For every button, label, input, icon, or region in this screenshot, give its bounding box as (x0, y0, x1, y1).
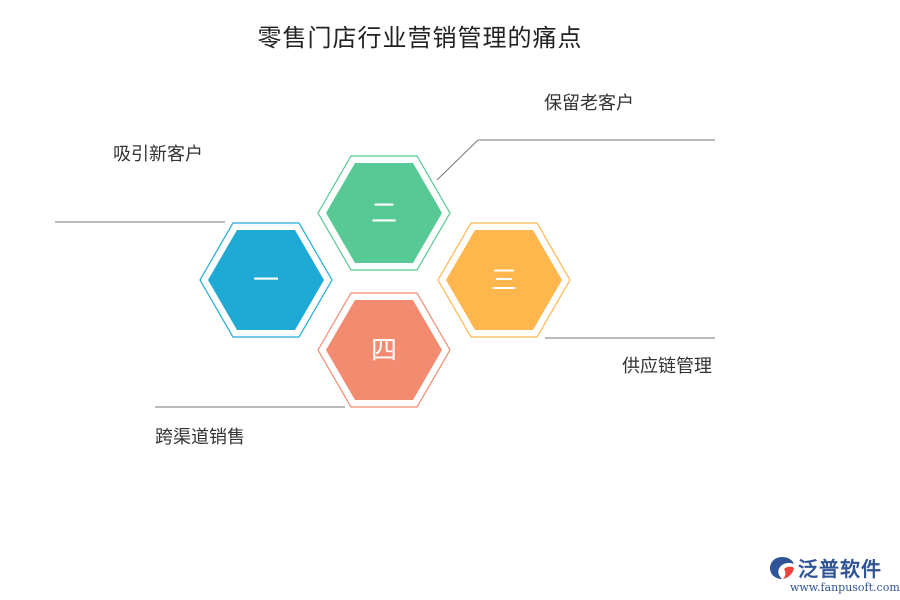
leader-line-two (436, 139, 715, 181)
hexagon-four: 四 (317, 292, 451, 408)
label-retain-old-customers: 保留老客户 (544, 93, 634, 114)
hexagon-one-fill (208, 230, 324, 330)
logo-name: 泛普软件 (798, 557, 882, 581)
hexagon-one-outline (199, 222, 333, 338)
diagram-title: 零售门店行业营销管理的痛点 (257, 24, 583, 52)
hexagon-two-text: 二 (371, 199, 397, 229)
label-attract-new-customers: 吸引新客户 (113, 144, 203, 165)
hexagon-three-fill (446, 230, 562, 330)
hexagon-two-outline (317, 155, 451, 271)
hexagon-two-fill (326, 163, 442, 263)
logo-mark-icon (770, 557, 794, 579)
hexagon-four-fill (326, 300, 442, 400)
hexagon-three-text: 三 (491, 266, 517, 296)
logo-url: www.fanpusoft.com (790, 581, 900, 594)
label-cross-channel-sales: 跨渠道销售 (155, 427, 245, 448)
hexagon-four-outline (317, 292, 451, 408)
hexagon-one: 一 (199, 222, 333, 338)
hexagon-one-text: 一 (253, 266, 279, 296)
brand-logo: 泛普软件 www.fanpusoft.com (768, 553, 900, 599)
hexagon-three: 三 (437, 222, 571, 338)
hexagon-two: 二 (317, 155, 451, 271)
label-supply-chain: 供应链管理 (622, 356, 712, 377)
hexagon-four-text: 四 (371, 336, 397, 366)
hexagon-three-outline (437, 222, 571, 338)
